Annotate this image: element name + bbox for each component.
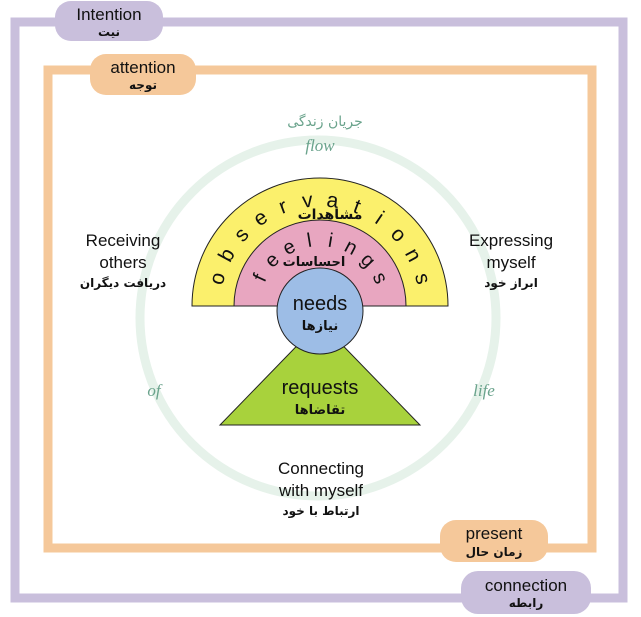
flow-word: flow xyxy=(305,136,335,155)
attention-label-en: attention xyxy=(110,58,175,77)
intention-frame xyxy=(10,17,628,603)
connection-label-fa: رابطه xyxy=(509,596,544,610)
feelings-fa: احساسات xyxy=(283,255,346,270)
attention-label: attention توجه xyxy=(90,54,196,95)
attention-frame xyxy=(43,65,597,553)
receiving-line1: Receiving xyxy=(86,231,161,250)
life-word: life xyxy=(473,381,495,400)
connection-label: connection رابطه xyxy=(461,571,591,614)
expressing-myself-label: Expressing myself ابراز خود xyxy=(469,231,553,291)
needs-fa: نیازها xyxy=(302,319,338,334)
flow-of-life-ring xyxy=(135,135,501,501)
connection-label-en: connection xyxy=(485,576,567,595)
connecting-myself-label: Connecting with myself ارتباط با خود xyxy=(278,459,364,519)
observations-letter: v xyxy=(301,189,315,213)
present-label-en: present xyxy=(466,524,523,543)
intention-label-en: Intention xyxy=(76,5,141,24)
intention-label-fa: نیت xyxy=(98,25,120,39)
receiving-line2: others xyxy=(99,253,146,272)
present-label-fa: زمان حال xyxy=(466,545,523,559)
present-label: present زمان حال xyxy=(440,520,548,562)
observations-fa: مشاهدات xyxy=(298,207,363,223)
requests-fa: تقاضاها xyxy=(295,403,345,418)
connecting-line2: with myself xyxy=(278,481,363,500)
expressing-fa: ابراز خود xyxy=(484,276,538,291)
expressing-line1: Expressing xyxy=(469,231,553,250)
feelings-letter: i xyxy=(327,230,335,252)
expressing-line2: myself xyxy=(486,253,535,272)
connecting-line1: Connecting xyxy=(278,459,364,478)
requests-triangle xyxy=(218,321,422,426)
requests-en: requests xyxy=(282,377,359,399)
flow-of-life-fa: جریان زندگی xyxy=(287,113,363,130)
observations-letter: o xyxy=(205,270,230,287)
feelings-arc xyxy=(233,219,407,307)
observations-letter: a xyxy=(325,189,340,213)
needs-en: needs xyxy=(293,293,348,315)
attention-label-fa: توجه xyxy=(129,78,157,93)
receiving-fa: دریافت دیگران xyxy=(80,276,166,290)
connecting-fa: ارتباط با خود xyxy=(282,504,359,519)
feelings-letter: l xyxy=(305,230,313,252)
needs-circle xyxy=(276,267,364,355)
intention-label: Intention نیت xyxy=(55,1,163,41)
of-word: of xyxy=(147,381,163,400)
receiving-others-label: Receiving others دریافت دیگران xyxy=(80,231,166,290)
